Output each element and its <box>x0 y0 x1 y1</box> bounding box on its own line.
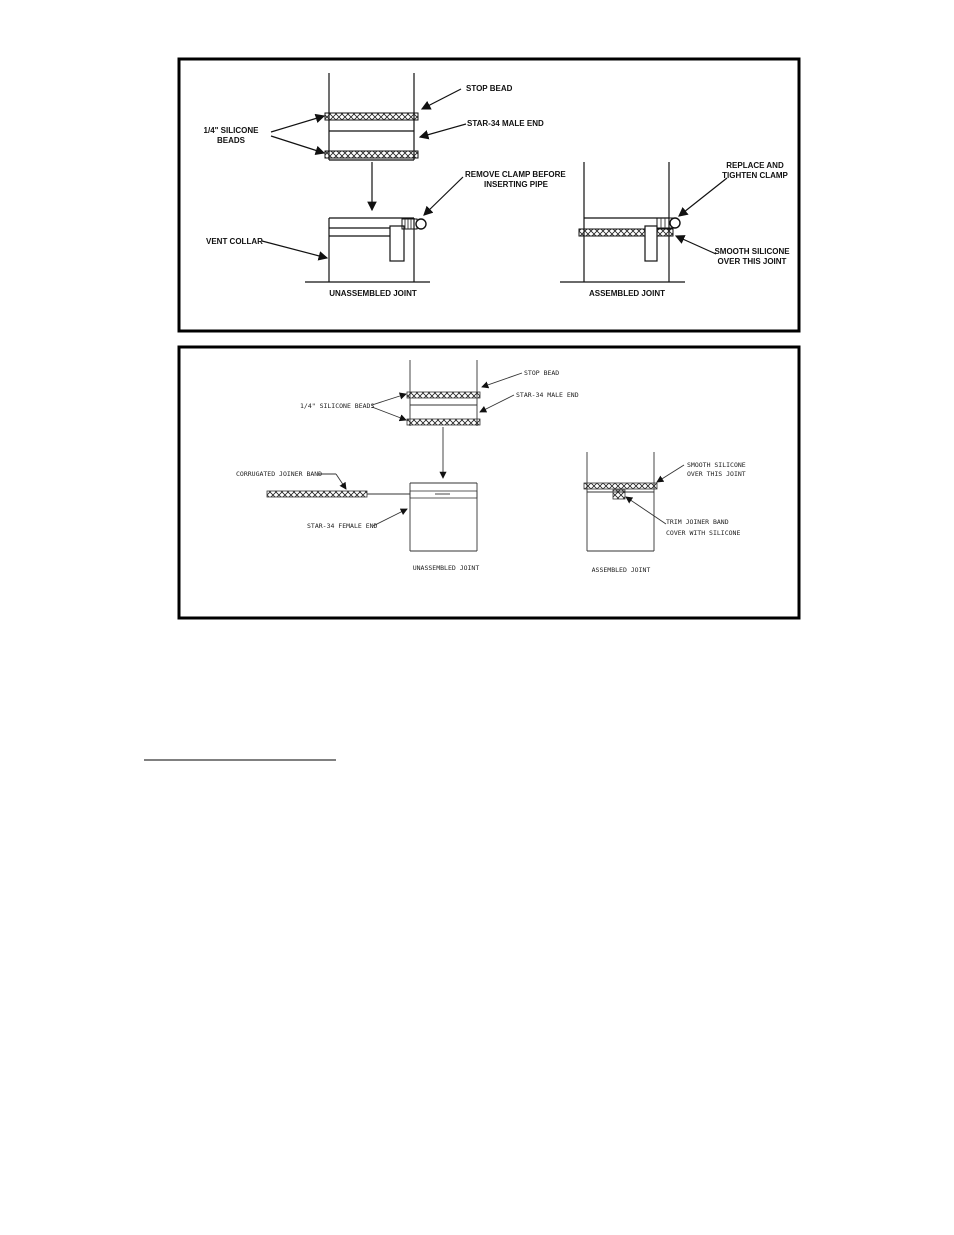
p2-silicone-beads-label: 1/4" SILICONE BEADS <box>300 402 374 410</box>
p2-stop-bead-label: STOP BEAD <box>524 369 559 377</box>
p2-male-end-label: STAR-34 MALE END <box>516 391 579 399</box>
panel-2-frame <box>177 345 801 620</box>
p1-replace-clamp-label-2: TIGHTEN CLAMP <box>722 171 788 180</box>
p2-trim-joiner-label-1: TRIM JOINER BAND <box>666 518 729 526</box>
p1-silicone-beads-label-2: BEADS <box>217 136 246 145</box>
panel1-male-pipe <box>324 73 419 161</box>
p1-assembled-joint-label: ASSEMBLED JOINT <box>589 289 665 298</box>
p1-remove-clamp-label-1: REMOVE CLAMP BEFORE <box>465 170 566 179</box>
p1-stop-bead-label: STOP BEAD <box>466 84 513 93</box>
panel2-leaders <box>318 372 685 527</box>
p1-smooth-silicone-label-1: SMOOTH SILICONE <box>714 247 790 256</box>
p2-joiner-band-label: CORRUGATED JOINER BAND <box>236 470 322 478</box>
panel-1-frame <box>177 57 801 333</box>
p2-smooth-silicone-label-2: OVER THIS JOINT <box>687 470 746 478</box>
p2-unassembled-joint-label: UNASSEMBLED JOINT <box>413 564 480 572</box>
panel1-assembled-drawing <box>560 162 685 283</box>
corrugated-joiner-band <box>266 490 410 498</box>
p1-smooth-silicone-label-2: OVER THIS JOINT <box>718 257 787 266</box>
p1-male-end-label: STAR-34 MALE END <box>467 119 544 128</box>
p2-female-end-label: STAR-34 FEMALE END <box>307 522 378 530</box>
p2-trim-joiner-label-2: COVER WITH SILICONE <box>666 529 740 537</box>
vent-collar-drawing <box>305 217 430 283</box>
p2-smooth-silicone-label-1: SMOOTH SILICONE <box>687 461 746 469</box>
p1-replace-clamp-label-1: REPLACE AND <box>726 161 784 170</box>
p2-assembled-joint-label: ASSEMBLED JOINT <box>592 566 651 574</box>
p1-unassembled-joint-label: UNASSEMBLED JOINT <box>329 289 417 298</box>
panel1-leaders <box>261 88 728 261</box>
p1-silicone-beads-label-1: 1/4" SILICONE <box>204 126 260 135</box>
p1-vent-collar-label: VENT COLLAR <box>206 237 263 246</box>
panel2-assembled-drawing <box>583 452 658 552</box>
p1-remove-clamp-label-2: INSERTING PIPE <box>484 180 549 189</box>
panel2-male-pipe <box>406 360 481 426</box>
panel2-female-pipe <box>409 482 478 552</box>
